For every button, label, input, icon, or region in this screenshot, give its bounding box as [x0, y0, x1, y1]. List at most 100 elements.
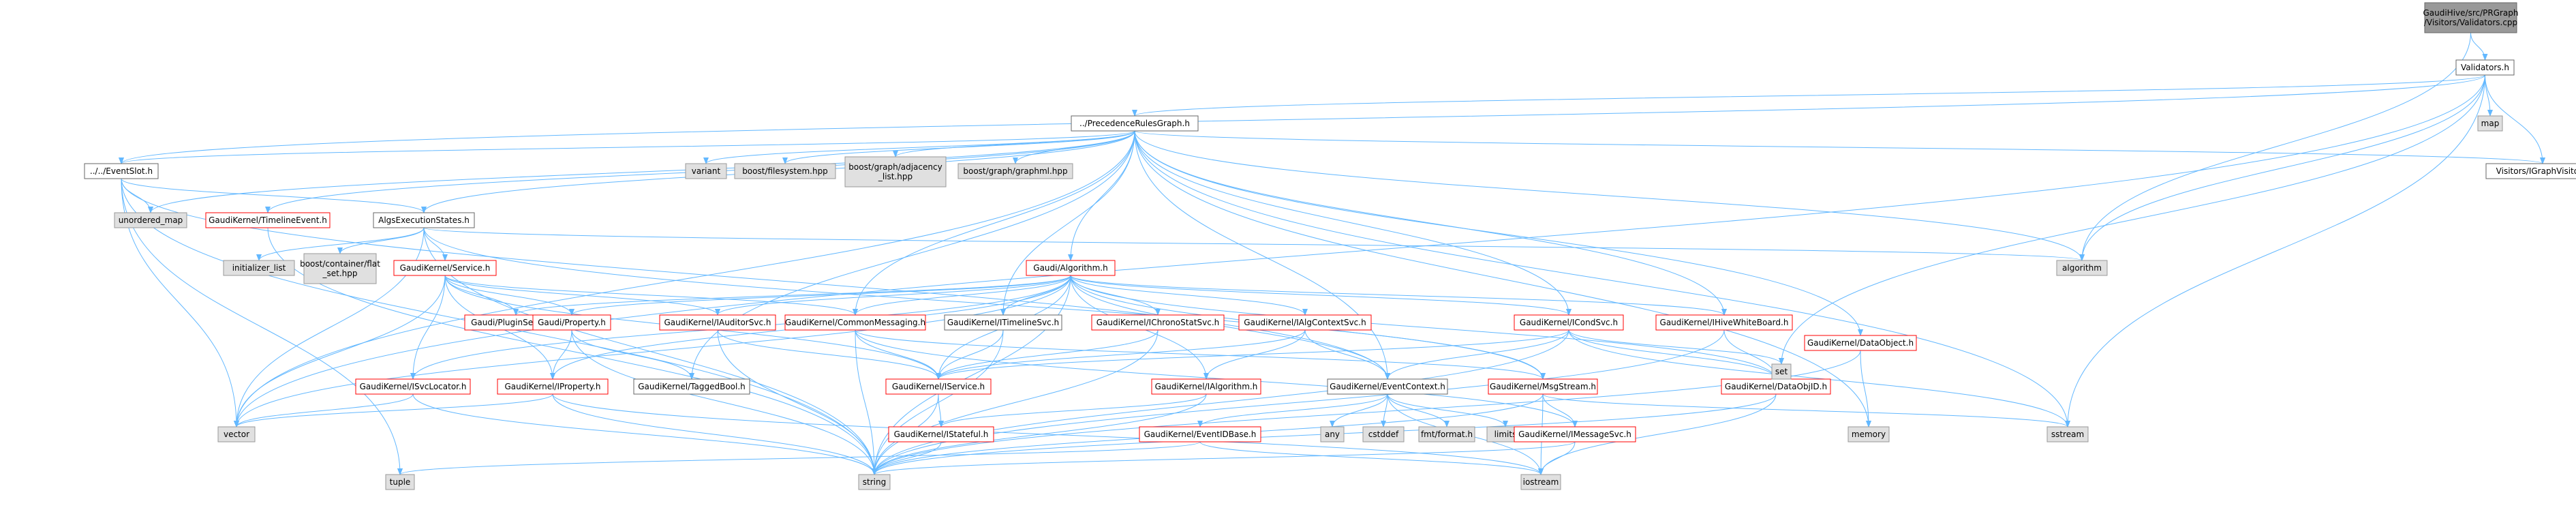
node-box-unordered_map	[114, 212, 187, 228]
node-ialgcontextsvc[interactable]: GaudiKernel/IAlgContextSvc.h	[1238, 314, 1372, 331]
node-icondsvc[interactable]: GaudiKernel/ICondSvc.h	[1514, 314, 1624, 331]
node-label-iproperty-0: GaudiKernel/IProperty.h	[505, 382, 601, 391]
edge-icondsvc-to-set	[1568, 329, 1784, 365]
node-label-istateful-0: GaudiKernel/IStateful.h	[894, 430, 989, 439]
node-label-any-0: any	[1325, 430, 1340, 439]
node-algorithm_h[interactable]: Gaudi/Algorithm.h	[1026, 260, 1116, 276]
node-label-map-0: map	[2481, 119, 2500, 128]
node-ihivewb[interactable]: GaudiKernel/IHiveWhiteBoard.h	[1655, 314, 1793, 331]
edge-algsexec-to-msgstream	[423, 227, 1546, 380]
node-label-algsexec-0: AlgsExecutionStates.h	[378, 215, 470, 225]
node-igraphvisitor[interactable]: Visitors/IGraphVisitor.h	[2485, 163, 2576, 179]
edge-imessagesvc-to-iostream	[1538, 441, 1576, 475]
edge-algsexec-to-algorithm	[423, 227, 2085, 261]
node-box-boostgml	[957, 163, 1073, 179]
node-box-iostream	[1520, 474, 1561, 490]
node-box-ichronostatsvc	[1091, 314, 1225, 331]
node-box-itimelinesvc	[944, 314, 1062, 331]
node-box-validators_h	[2455, 59, 2515, 76]
node-root[interactable]: GaudiHive/src/PRGraph/Visitors/Validator…	[2423, 2, 2519, 33]
node-imessagesvc[interactable]: GaudiKernel/IMessageSvc.h	[1514, 426, 1636, 442]
node-box-set	[1771, 363, 1792, 380]
node-label-fmtformat-0: fmt/format.h	[1421, 430, 1473, 439]
edge-commonmsg-to-imessagesvc	[855, 329, 1578, 427]
edge-icondsvc-to-dataobjid	[1568, 329, 1779, 380]
node-timelineevent[interactable]: GaudiKernel/TimelineEvent.h	[205, 212, 331, 228]
edge-eventcontext-to-limits	[1387, 393, 1508, 427]
node-variant: variant	[685, 163, 727, 179]
edge-icondsvc-to-string	[872, 329, 1569, 475]
edge-prg-to-unordered_map	[148, 130, 1135, 213]
node-box-service	[393, 260, 497, 276]
node-cstddef: cstddef	[1362, 426, 1405, 442]
node-box-memory	[1847, 426, 1890, 442]
node-label-isvclocator-0: GaudiKernel/ISvcLocator.h	[360, 382, 467, 391]
node-validators_h[interactable]: Validators.h	[2455, 59, 2515, 76]
node-box-isvclocator	[355, 378, 471, 395]
edge-prg-to-eventslot	[119, 130, 1135, 164]
node-iauditorsvc[interactable]: GaudiKernel/IAuditorSvc.h	[659, 314, 776, 331]
node-ialgorithm[interactable]: GaudiKernel/IAlgorithm.h	[1151, 378, 1261, 395]
edge-algorithm_h-to-commonmsg	[853, 275, 1071, 316]
node-ichronostatsvc[interactable]: GaudiKernel/IChronoStatSvc.h	[1091, 314, 1225, 331]
node-isvclocator[interactable]: GaudiKernel/ISvcLocator.h	[355, 378, 471, 395]
edge-ialgorithm-to-string	[872, 393, 1207, 475]
node-box-iauditorsvc	[659, 314, 776, 331]
node-property[interactable]: Gaudi/Property.h	[532, 314, 611, 331]
edge-algorithm_h-to-eventcontext	[1070, 275, 1390, 380]
node-box-algorithm	[2056, 260, 2108, 276]
node-istateful[interactable]: GaudiKernel/IStateful.h	[888, 426, 994, 442]
node-box-vector	[217, 426, 256, 442]
edge-dataobject-to-string	[872, 350, 1861, 475]
edge-ichronostatsvc-to-iservice	[936, 329, 1159, 380]
node-iproperty[interactable]: GaudiKernel/IProperty.h	[497, 378, 609, 395]
node-box-string	[858, 474, 891, 490]
edge-istateful-to-string	[872, 441, 942, 475]
node-prg[interactable]: ../PrecedenceRulesGraph.h	[1071, 115, 1199, 132]
node-set: set	[1771, 363, 1792, 380]
node-eventidbase[interactable]: GaudiKernel/EventIDBase.h	[1139, 426, 1261, 442]
edge-eventslot-to-eventcontext	[121, 178, 1390, 380]
edge-algsexec-to-service	[423, 227, 448, 261]
node-msgstream[interactable]: GaudiKernel/MsgStream.h	[1488, 378, 1598, 395]
edge-prg-to-icondsvc	[1134, 130, 1571, 316]
node-box-any	[1320, 426, 1345, 442]
edge-prg-to-commonmsg	[853, 130, 1135, 316]
node-iservice[interactable]: GaudiKernel/IService.h	[885, 378, 992, 395]
node-algorithm: algorithm	[2056, 260, 2108, 276]
node-box-timelineevent	[205, 212, 331, 228]
node-box-taggedbool	[633, 378, 750, 395]
node-label-eventcontext-0: GaudiKernel/EventContext.h	[1330, 382, 1445, 391]
node-label-cstddef-0: cstddef	[1368, 430, 1399, 439]
edge-property-to-string	[571, 329, 877, 475]
edge-commonmsg-to-iservice	[855, 329, 941, 380]
edge-isvclocator-to-string	[412, 393, 877, 475]
node-algsexec[interactable]: AlgsExecutionStates.h	[373, 212, 475, 228]
node-service[interactable]: GaudiKernel/Service.h	[393, 260, 497, 276]
node-itimelinesvc[interactable]: GaudiKernel/ITimelineSvc.h	[944, 314, 1062, 331]
edge-msgstream-to-sstream	[1542, 393, 2070, 427]
edge-algorithm_h-to-ichronostatsvc	[1070, 275, 1161, 316]
node-commonmsg[interactable]: GaudiKernel/CommonMessaging.h	[784, 314, 926, 331]
edge-layer	[119, 32, 2545, 475]
node-label-flatset-1: _set.hpp	[322, 269, 358, 278]
node-box-sstream	[2046, 426, 2089, 442]
node-initlist: initializer_list	[223, 260, 295, 276]
node-dataobjid[interactable]: GaudiKernel/DataObjID.h	[1721, 378, 1831, 395]
node-box-boostfs	[734, 163, 836, 179]
edge-eventslot-to-unordered_map	[121, 178, 153, 213]
node-box-eventcontext	[1327, 378, 1448, 395]
edge-root-to-algorithm	[2079, 32, 2471, 261]
node-taggedbool[interactable]: GaudiKernel/TaggedBool.h	[633, 378, 750, 395]
edge-algorithm_h-to-icondsvc	[1070, 275, 1571, 316]
node-label-root-1: /Visitors/Validators.cpp	[2424, 18, 2517, 27]
node-eventcontext[interactable]: GaudiKernel/EventContext.h	[1327, 378, 1448, 395]
node-label-initlist-0: initializer_list	[232, 263, 286, 273]
node-eventslot[interactable]: ../../EventSlot.h	[84, 163, 159, 179]
node-dataobject[interactable]: GaudiKernel/DataObject.h	[1804, 335, 1917, 351]
node-box-eventidbase	[1139, 426, 1261, 442]
node-label-boostfs-0: boost/filesystem.hpp	[742, 166, 828, 176]
edge-algorithm_h-to-property	[569, 275, 1071, 316]
edge-iauditorsvc-to-iservice	[717, 329, 941, 380]
